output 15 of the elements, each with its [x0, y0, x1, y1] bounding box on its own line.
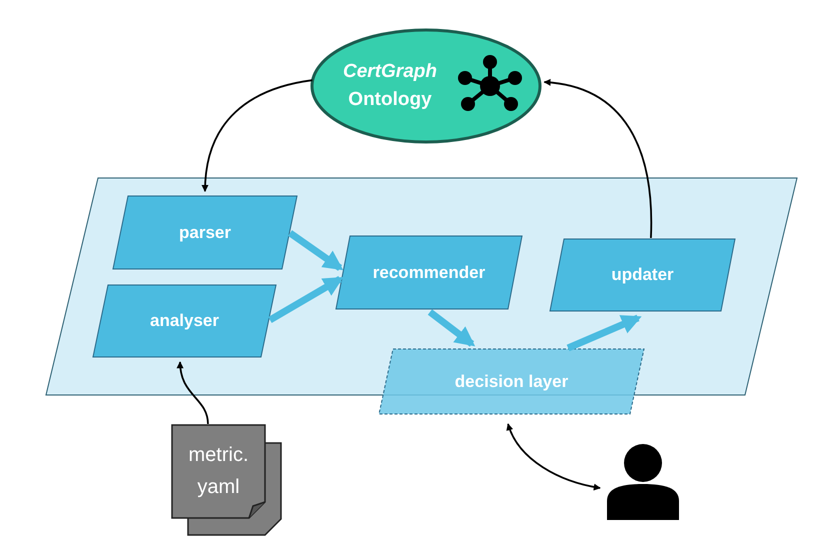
- arrow: [544, 79, 652, 238]
- node-label: recommender: [372, 262, 486, 284]
- node-label: updater: [611, 264, 674, 286]
- arrow: [566, 314, 642, 352]
- node-label: analyser: [150, 310, 219, 332]
- node-label: CertGraph Ontology: [342, 60, 438, 112]
- node-label: decision layer: [454, 370, 568, 393]
- node-label: parser: [179, 222, 231, 244]
- arrow: [202, 79, 312, 192]
- arrow: [288, 230, 344, 271]
- node-label: metric. yaml: [188, 443, 250, 500]
- arrow: [506, 423, 601, 490]
- arrow: [428, 309, 476, 347]
- arrow: [177, 361, 209, 424]
- arrow: [268, 276, 344, 323]
